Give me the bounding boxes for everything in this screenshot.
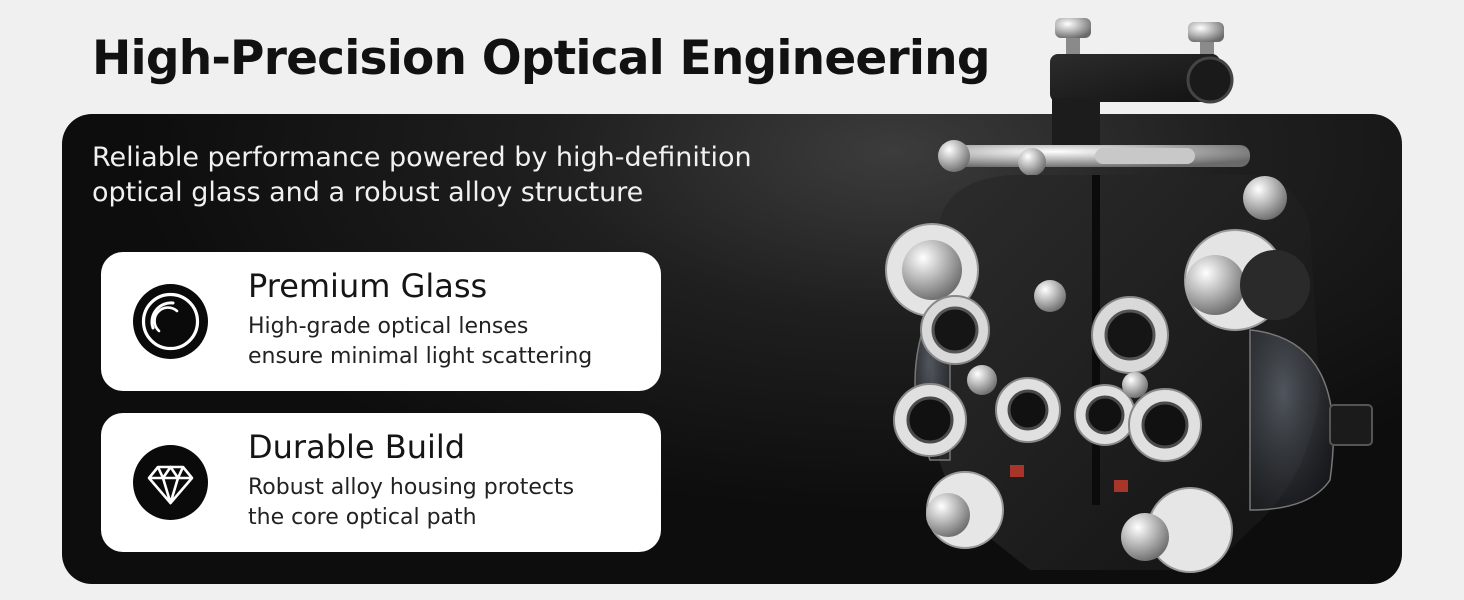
page-title: High-Precision Optical Engineering <box>92 31 990 86</box>
feature-card-premium-glass: Premium Glass High-grade optical lenses … <box>101 252 661 391</box>
feature-title: Durable Build <box>248 428 466 466</box>
feature-desc-line-2: ensure minimal light scattering <box>248 344 593 369</box>
lens-icon <box>133 284 208 359</box>
feature-desc-line-1: High-grade optical lenses <box>248 314 529 339</box>
panel-subtitle: Reliable performance powered by high-def… <box>92 140 892 210</box>
feature-title: Premium Glass <box>248 267 488 305</box>
phoropter-image <box>885 18 1373 573</box>
feature-card-durable-build: Durable Build Robust alloy housing prote… <box>101 413 661 552</box>
feature-desc-line-1: Robust alloy housing protects <box>248 475 575 500</box>
feature-description: High-grade optical lenses ensure minimal… <box>248 312 648 372</box>
subtitle-line-1: Reliable performance powered by high-def… <box>92 142 752 173</box>
diamond-icon <box>133 445 208 520</box>
feature-desc-line-2: the core optical path <box>248 505 477 530</box>
subtitle-line-2: optical glass and a robust alloy structu… <box>92 177 644 208</box>
feature-description: Robust alloy housing protects the core o… <box>248 473 648 533</box>
